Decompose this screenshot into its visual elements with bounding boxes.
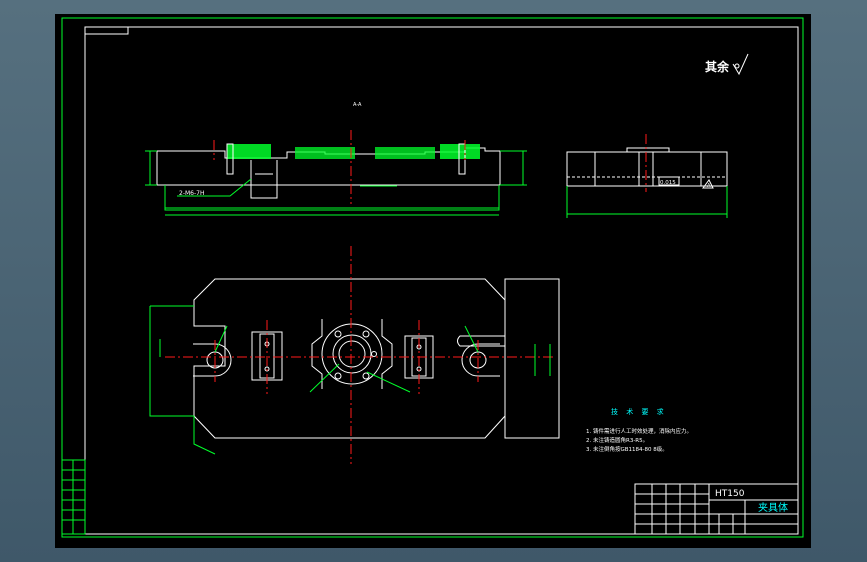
side-view: 0.015 A [566,134,728,218]
hatch-left [227,144,271,159]
hatch-center-right [375,147,435,159]
part-name-text: 夹具体 [758,501,788,514]
right-u-slot [461,343,500,377]
hatch-right [440,144,480,159]
title-block: HT150 夹具体 [634,483,799,535]
outer-border [61,17,804,538]
hatch-center-left [295,147,355,159]
tech-req-item-3: 3. 未注倒角按GB1184-80 8级。 [586,445,668,453]
inner-border [84,26,799,535]
drawing-sheet: 其余 A-A 2-M6-7H [61,17,804,538]
tech-req-item-1: 1. 铸件需进行人工时效处理，消除内应力。 [586,427,692,435]
thread-callout: 2-M6-7H [179,190,204,197]
surface-finish-note: 其余 [705,53,749,76]
cad-drawing-canvas[interactable]: 其余 A-A 2-M6-7H [55,14,811,548]
material-text: HT150 [715,489,745,499]
tech-req-item-2: 2. 未注铸造圆角R3-R5。 [586,436,648,444]
technical-requirements: 技 术 要 求 1. 铸件需进行人工时效处理，消除内应力。 2. 未注铸造圆角R… [586,407,692,453]
front-section-view: 2-M6-7H [145,130,527,216]
fixture-body-outline [193,278,506,439]
tolerance-box: 0.015 [660,180,676,186]
center-boss-outer [321,323,383,385]
tech-req-title: 技 术 要 求 [611,407,667,416]
datum-label: A [707,183,711,189]
corner-label-box [84,26,129,35]
left-binding-strip [61,459,86,535]
left-u-slot [193,343,232,377]
plan-view [149,246,560,464]
surface-finish-label: 其余 [705,59,730,74]
section-label: A-A [353,102,362,108]
